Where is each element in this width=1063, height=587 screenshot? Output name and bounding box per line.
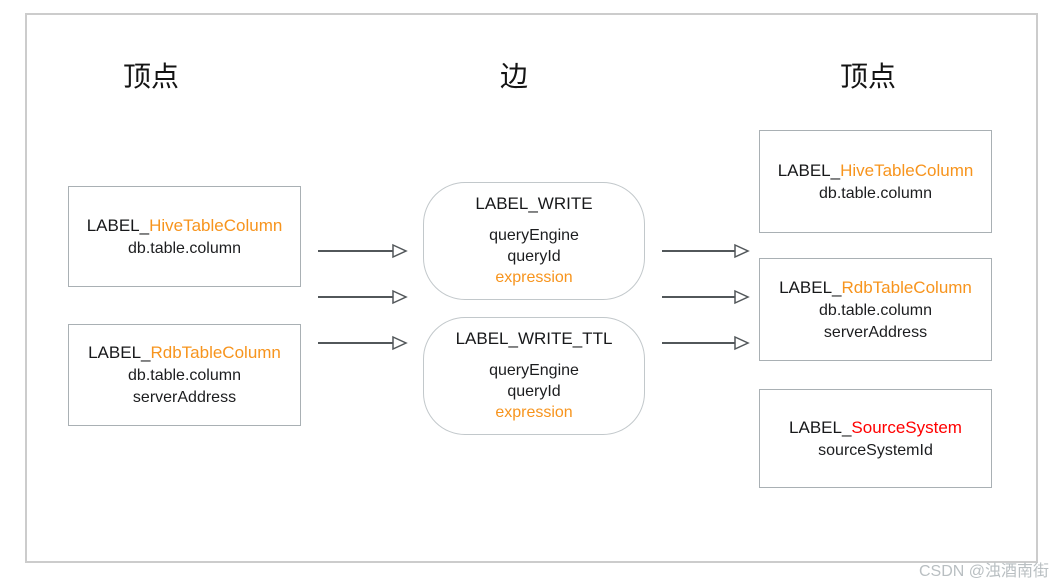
label-name: RdbTableColumn (150, 343, 281, 362)
vertex-property: db.table.column (819, 301, 932, 319)
vertex-box-rdb-table-column-right: LABEL_RdbTableColumn db.table.column ser… (759, 258, 992, 361)
vertex-label: LABEL_RdbTableColumn (779, 276, 972, 300)
vertex-property: db.table.column (128, 367, 241, 384)
vertex-property: db.table.column (819, 184, 932, 202)
edge-property: queryEngine (489, 362, 579, 379)
edge-property: queryEngine (489, 227, 579, 244)
column-header-vertex-right: 顶点 (839, 61, 897, 92)
label-prefix: LABEL_ (88, 343, 151, 362)
vertex-property: sourceSystemId (818, 441, 933, 459)
label-name: HiveTableColumn (840, 160, 974, 180)
label-prefix: LABEL_ (789, 417, 852, 437)
watermark: CSDN @浊酒南街 (918, 563, 1049, 580)
label-name: HiveTableColumn (149, 215, 283, 235)
vertex-property: db.table.column (128, 239, 241, 257)
edge-label: LABEL_WRITE_TTL (455, 329, 613, 348)
edge-property: queryId (507, 383, 561, 400)
vertex-label: LABEL_SourceSystem (789, 416, 962, 440)
label-prefix: LABEL_ (777, 160, 841, 180)
vertex-label: LABEL_HiveTableColumn (87, 214, 283, 238)
column-header-edge: 边 (499, 61, 529, 92)
label-prefix: LABEL_ (779, 277, 842, 297)
column-header-vertex-left: 顶点 (122, 61, 180, 92)
vertex-property: serverAddress (823, 323, 928, 341)
label-prefix: LABEL_ (86, 215, 150, 235)
vertex-label: LABEL_RdbTableColumn (88, 341, 281, 365)
edge-box-write: LABEL_WRITE queryEngine queryId expressi… (423, 182, 645, 300)
vertex-box-source-system: LABEL_SourceSystem sourceSystemId (759, 389, 992, 488)
vertex-box-hive-table-column-left: LABEL_HiveTableColumn db.table.column (68, 186, 301, 287)
edge-box-write-ttl: LABEL_WRITE_TTL queryEngine queryId expr… (423, 317, 645, 435)
edge-property-highlight: expression (495, 269, 573, 286)
vertex-label: LABEL_HiveTableColumn (778, 159, 974, 183)
label-name: SourceSystem (851, 417, 962, 437)
edge-property-highlight: expression (495, 404, 573, 421)
vertex-property: serverAddress (132, 389, 237, 406)
vertex-box-hive-table-column-right: LABEL_HiveTableColumn db.table.column (759, 130, 992, 233)
label-name: RdbTableColumn (841, 277, 972, 297)
edge-label: LABEL_WRITE (475, 194, 593, 213)
vertex-box-rdb-table-column-left: LABEL_RdbTableColumn db.table.column ser… (68, 324, 301, 426)
edge-property: queryId (507, 248, 561, 265)
